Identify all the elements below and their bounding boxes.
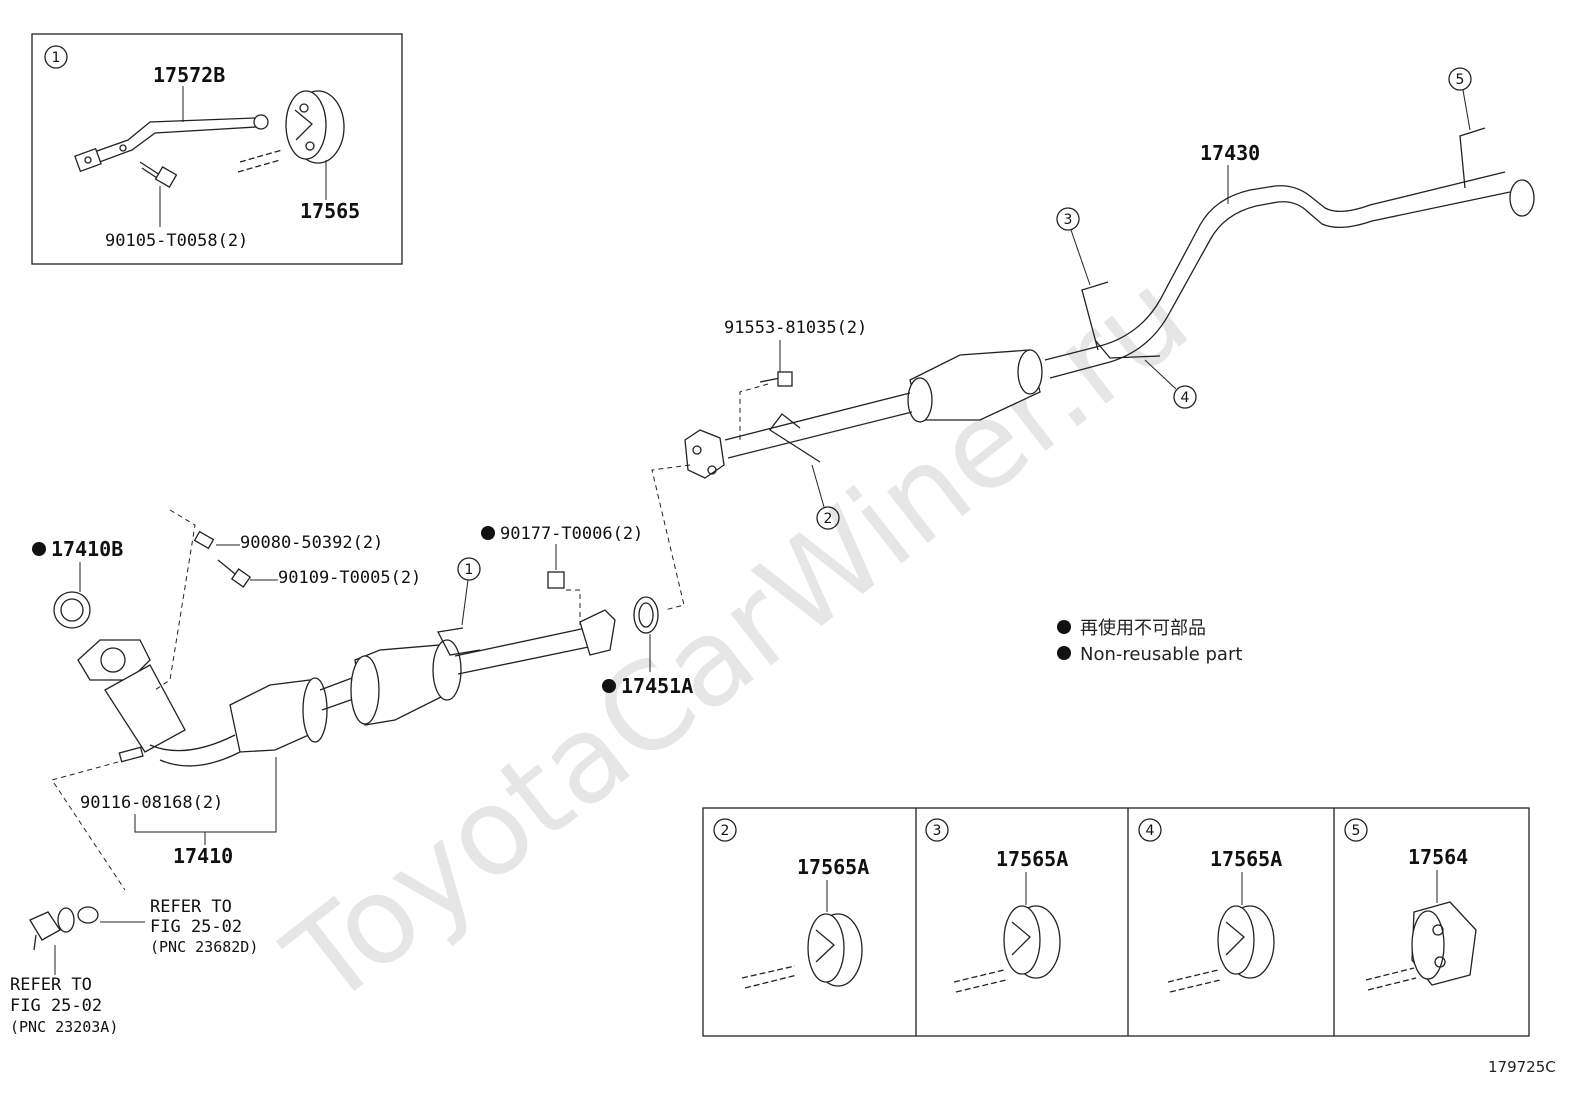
figure-id: 179725C — [1488, 1058, 1556, 1076]
panel-5-marker: 5 — [1352, 823, 1361, 839]
panel-2-part: 17565A — [797, 855, 869, 879]
tail-pipe-17430 — [907, 171, 1535, 423]
watermark: ToyotaCarWiner.ru — [261, 247, 1213, 1034]
inset-1: 1 17572B 90105-T0058(2) — [31, 33, 403, 265]
rubber-mount-icon — [1365, 901, 1477, 991]
bolt-91553-icon — [759, 371, 793, 387]
hanger-5-icon — [1459, 127, 1486, 189]
panel-2-marker: 2 — [721, 823, 730, 839]
part-90177-label: 90177-T0006(2) — [500, 524, 643, 544]
nut-90177-icon — [547, 571, 565, 589]
refer-1-line2: FIG 25-02 — [150, 917, 242, 937]
marker-5: 5 — [1456, 72, 1465, 88]
panel-5-part: 17564 — [1408, 845, 1468, 869]
panel-4-marker: 4 — [1146, 823, 1155, 839]
detail-panels: 2 17565A 3 17565A — [702, 807, 1530, 1037]
part-17451a-label: 17451A — [621, 674, 693, 698]
rubber-mount-icon — [237, 90, 345, 173]
center-pipe — [684, 392, 913, 479]
refer-1-line1: REFER TO — [150, 897, 232, 917]
part-90109-label: 90109-T0005(2) — [278, 568, 421, 588]
legend-dot-icon — [1057, 646, 1071, 660]
marker-2: 2 — [824, 511, 833, 527]
rubber-mount-icon — [741, 913, 863, 989]
panel-2: 2 17565A — [713, 818, 869, 989]
refer-2-line1: REFER TO — [10, 975, 92, 995]
hanger-4-icon — [1094, 339, 1161, 359]
non-reusable-dot — [602, 679, 616, 693]
gasket-17410b-icon — [53, 591, 91, 629]
panel-4: 4 17565A — [1138, 818, 1282, 993]
hanger-3-icon — [1081, 281, 1109, 351]
rubber-mount-icon — [1167, 905, 1275, 993]
part-17410-label: 17410 — [173, 844, 233, 868]
legend-dot-icon — [1057, 620, 1071, 634]
bolt-icon — [139, 161, 178, 188]
bolt-90109-icon — [217, 559, 252, 588]
panel-3-part: 17565A — [996, 847, 1068, 871]
legend-en: Non-reusable part — [1080, 644, 1242, 665]
inset-1-part-b-label: 17565 — [300, 199, 360, 223]
panel-3: 3 17565A — [925, 818, 1068, 993]
hanger-bracket-icon — [74, 114, 269, 173]
stud-90116-icon — [118, 746, 144, 763]
inset-1-part-c-label: 90105-T0058(2) — [105, 231, 248, 251]
rubber-mount-icon — [953, 905, 1061, 993]
gasket-17451a-icon — [633, 596, 659, 634]
marker-4: 4 — [1181, 390, 1190, 406]
non-reusable-dot — [32, 542, 46, 556]
front-pipe-17410 — [77, 609, 616, 767]
marker-1: 1 — [465, 562, 474, 578]
hanger-2-icon — [769, 413, 821, 463]
panel-5: 5 17564 — [1344, 818, 1477, 991]
legend-ja: 再使用不可部品 — [1080, 618, 1206, 639]
part-90116-label: 90116-08168(2) — [80, 793, 223, 813]
part-17410b-label: 17410B — [51, 537, 123, 561]
part-91553-label: 91553-81035(2) — [724, 318, 867, 338]
marker-3: 3 — [1064, 212, 1073, 228]
refer-1-line3: (PNC 23682D) — [150, 938, 258, 956]
refer-2-line3: (PNC 23203A) — [10, 1018, 118, 1036]
part-17430-label: 17430 — [1200, 141, 1260, 165]
legend: 再使用不可部品 Non-reusable part — [1057, 618, 1242, 665]
inset-1-marker: 1 — [52, 50, 61, 66]
part-90080-label: 90080-50392(2) — [240, 533, 383, 553]
panel-4-part: 17565A — [1210, 847, 1282, 871]
oxygen-sensor-icon — [29, 906, 99, 951]
refer-2-line2: FIG 25-02 — [10, 996, 102, 1016]
non-reusable-dot — [481, 526, 495, 540]
panel-3-marker: 3 — [933, 823, 942, 839]
stud-90080-icon — [193, 530, 215, 550]
inset-1-part-a-label: 17572B — [153, 63, 225, 87]
